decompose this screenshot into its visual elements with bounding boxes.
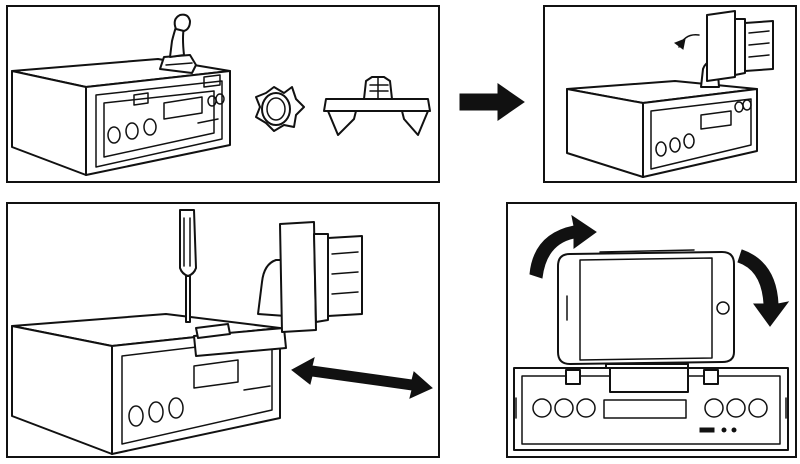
rotate-arrow-icon xyxy=(673,38,686,50)
screwdriver xyxy=(179,209,197,323)
smartphone xyxy=(557,251,735,365)
phone-cradle xyxy=(193,221,363,357)
panel-step-2 xyxy=(543,5,797,183)
panel-step-3 xyxy=(6,202,440,458)
slot-clip xyxy=(323,76,431,136)
panel-step-1 xyxy=(6,5,440,183)
car-stereo xyxy=(11,313,281,455)
step-4-illustration xyxy=(513,214,790,451)
panel-step-4 xyxy=(506,202,797,458)
lock-nut xyxy=(255,86,305,132)
step-arrow-icon xyxy=(459,83,525,121)
rotate-arrow-right xyxy=(737,249,790,327)
ball-mount xyxy=(159,13,197,74)
car-stereo-front xyxy=(513,367,789,451)
slide-arrow-icon xyxy=(291,357,433,399)
step-1-illustration xyxy=(11,13,431,176)
step-2-illustration xyxy=(566,10,774,178)
phone-cradle xyxy=(700,10,774,88)
step-3-illustration xyxy=(11,209,433,455)
car-stereo xyxy=(566,80,758,178)
rotate-arrow-left xyxy=(529,214,597,279)
car-stereo xyxy=(11,58,231,176)
